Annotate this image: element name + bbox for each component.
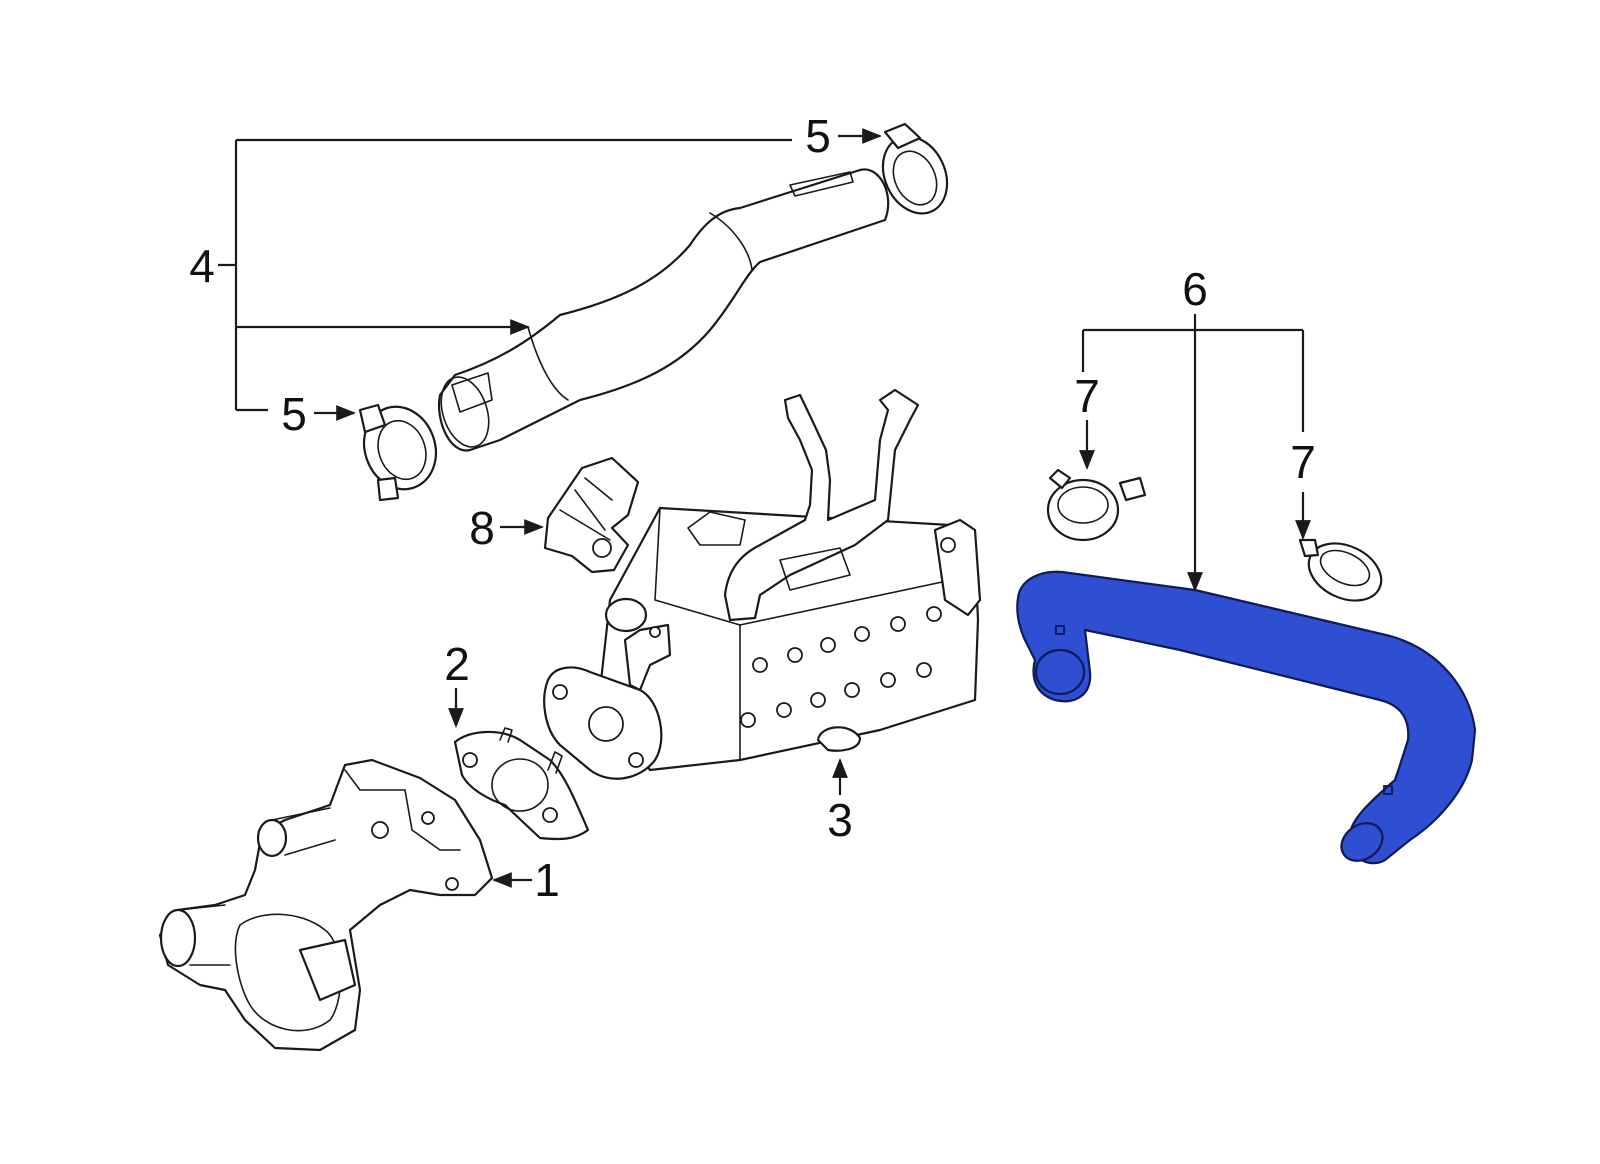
- egr-valve-icon[interactable]: [158, 758, 494, 1052]
- egr-cooler-icon[interactable]: [543, 388, 982, 780]
- hose-clamp-icon[interactable]: [871, 122, 959, 224]
- callout-7: 7: [1290, 436, 1316, 488]
- hose-clamp-icon[interactable]: [353, 397, 448, 502]
- callout-1: 1: [534, 854, 560, 906]
- callout-8: 8: [469, 502, 495, 554]
- callout-5: 5: [281, 388, 307, 440]
- callout-4: 4: [189, 240, 215, 292]
- callout-3: 3: [827, 794, 853, 846]
- bracket-icon[interactable]: [543, 456, 640, 574]
- hose-clamp-icon[interactable]: [1046, 468, 1147, 542]
- callout-5: 5: [805, 110, 831, 162]
- gasket-icon[interactable]: [453, 727, 590, 841]
- callout-2: 2: [444, 638, 470, 690]
- coolant-hose-icon[interactable]: [1016, 570, 1477, 869]
- callout-7: 7: [1074, 370, 1100, 422]
- callout-6: 6: [1182, 263, 1208, 315]
- hose-clamp-icon[interactable]: [1298, 532, 1391, 611]
- tube-assembly-icon[interactable]: [433, 168, 890, 453]
